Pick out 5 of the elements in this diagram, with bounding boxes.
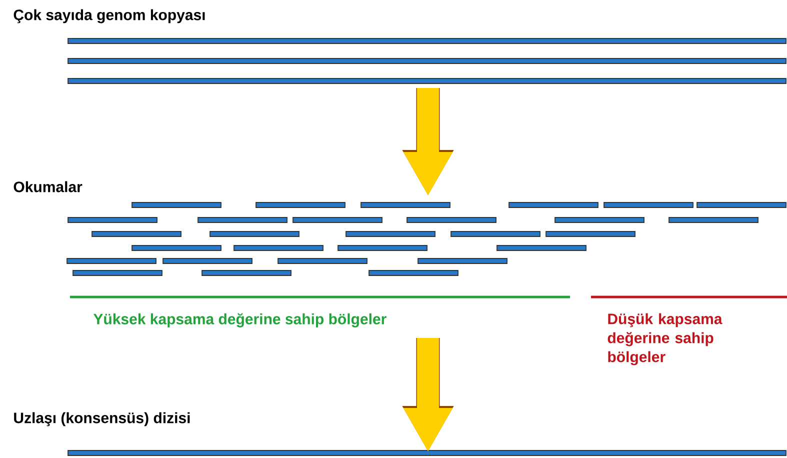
section-heading: Uzlaşı (konsensüs) dizisi xyxy=(14,412,190,426)
section-heading: Okumalar xyxy=(14,181,82,192)
region-label: Düşük kapsama değerine sahip bölgeler xyxy=(608,313,722,366)
section-heading: Çok sayıda genom kopyası xyxy=(14,9,205,24)
region-label: Yüksek kapsama değerine sahip bölgeler xyxy=(93,313,386,328)
